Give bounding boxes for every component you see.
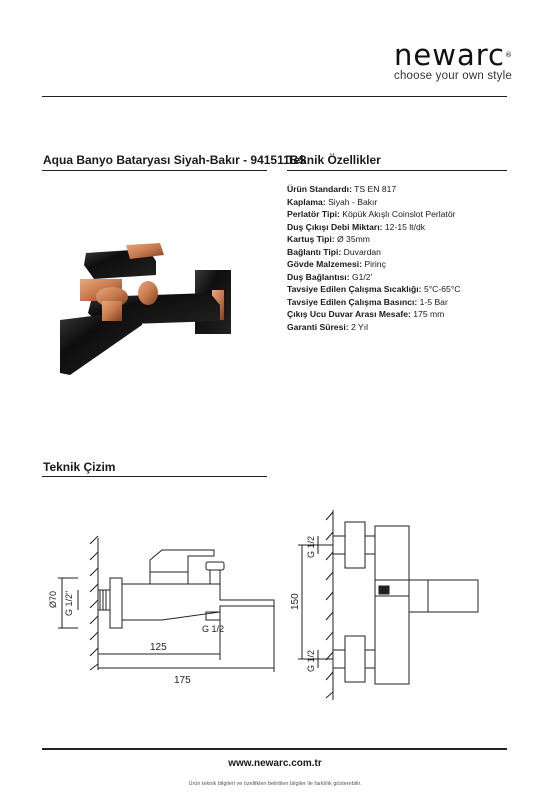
lever-outline bbox=[149, 549, 215, 573]
spec-row: Duş Bağlantısı: G1/2' bbox=[287, 271, 373, 282]
top-thread bbox=[332, 535, 346, 555]
front-lever bbox=[374, 579, 479, 613]
dim-label-g12-lower: G 1/2 bbox=[306, 650, 316, 672]
spec-row: Gövde Malzemesi: Pirinç bbox=[287, 259, 386, 269]
trademark-symbol: ® bbox=[504, 51, 513, 59]
dim-label-dia70: Ø70 bbox=[48, 591, 58, 608]
product-image bbox=[60, 243, 231, 375]
bottom-thread bbox=[332, 649, 346, 669]
header-divider bbox=[42, 96, 507, 97]
spec-row: Ürün Standardı: TS EN 817 bbox=[287, 184, 397, 194]
bottom-flange bbox=[344, 635, 366, 683]
spec-row: Çıkış Ucu Duvar Arası Mesafe: 175 mm bbox=[287, 309, 445, 319]
brand-name: NEWARC bbox=[394, 38, 505, 72]
diverter-stem bbox=[102, 301, 122, 321]
footer-website[interactable]: www.newarc.com.tr bbox=[228, 758, 322, 769]
cartridge-cap bbox=[138, 281, 158, 305]
lever-handle bbox=[126, 243, 164, 259]
faucet-spout bbox=[60, 310, 142, 375]
top-flange bbox=[344, 521, 366, 569]
spec-row: Kartuş Tipi: Ø 35mm bbox=[287, 234, 370, 244]
brand-tagline: choose your own style bbox=[394, 70, 512, 82]
body-outline bbox=[121, 583, 275, 621]
drawing-heading-rule bbox=[42, 476, 267, 477]
dim-label-125: 125 bbox=[150, 642, 167, 653]
diverter-cap-outline bbox=[205, 561, 225, 571]
spec-row: Kaplama: Siyah - Bakır bbox=[287, 196, 378, 207]
spec-row: Perlatör Tipi: Köpük Akışlı Coinslot Per… bbox=[287, 209, 456, 219]
front-logo-mark bbox=[378, 585, 390, 595]
dim-label-175: 175 bbox=[174, 675, 191, 686]
drawing-heading: Teknik Çizim bbox=[43, 460, 116, 474]
flange bbox=[109, 577, 123, 629]
specs-heading: Teknik Özellikler bbox=[287, 153, 381, 167]
dim-label-150: 150 bbox=[290, 593, 301, 610]
footer-divider bbox=[42, 748, 507, 750]
top-nut bbox=[364, 535, 376, 555]
front-view-drawing: 150 G 1/2 G 1/2 bbox=[290, 510, 479, 700]
side-view-drawing: Ø70 G 1/2" 125 175 G 1/2 bbox=[48, 535, 275, 686]
product-title: Aqua Banyo Bataryası Siyah-Bakır - 94151… bbox=[43, 153, 307, 167]
specs-list: Ürün Standardı: TS EN 817 Kaplama: Siyah… bbox=[287, 183, 460, 333]
dim-label-g12: G 1/2" bbox=[64, 591, 74, 616]
dim-label-g12-bottom: G 1/2 bbox=[202, 624, 224, 634]
dim-label-g12-top: G 1/2 bbox=[306, 536, 316, 558]
spec-row: Garanti Süresi: 2 Yıl bbox=[287, 321, 369, 332]
footer-disclaimer: Ürün teknik bilgileri ve özellikleri bel… bbox=[188, 781, 362, 787]
shower-outlet bbox=[205, 611, 221, 621]
bottom-nut bbox=[364, 649, 376, 669]
spec-row: Tavsiye Edilen Çalışma Sıcaklığı: 5°C-65… bbox=[287, 284, 461, 294]
spec-row: Duş Çıkışı Debi Miktarı: 12-15 lt/dk bbox=[287, 221, 426, 232]
specs-heading-rule bbox=[287, 170, 507, 171]
product-title-rule bbox=[42, 170, 267, 171]
wall-hatch bbox=[89, 535, 99, 671]
spec-row: Bağlantı Tipi: Duvardan bbox=[287, 246, 381, 257]
front-wall-hatch bbox=[325, 510, 334, 700]
front-body bbox=[374, 525, 410, 685]
brand-logo: NEWARC® choose your own style bbox=[394, 41, 513, 83]
diverter-outline bbox=[209, 569, 221, 585]
spec-row: Tavsiye Edilen Çalışma Basıncı: 1-5 Bar bbox=[287, 296, 448, 307]
